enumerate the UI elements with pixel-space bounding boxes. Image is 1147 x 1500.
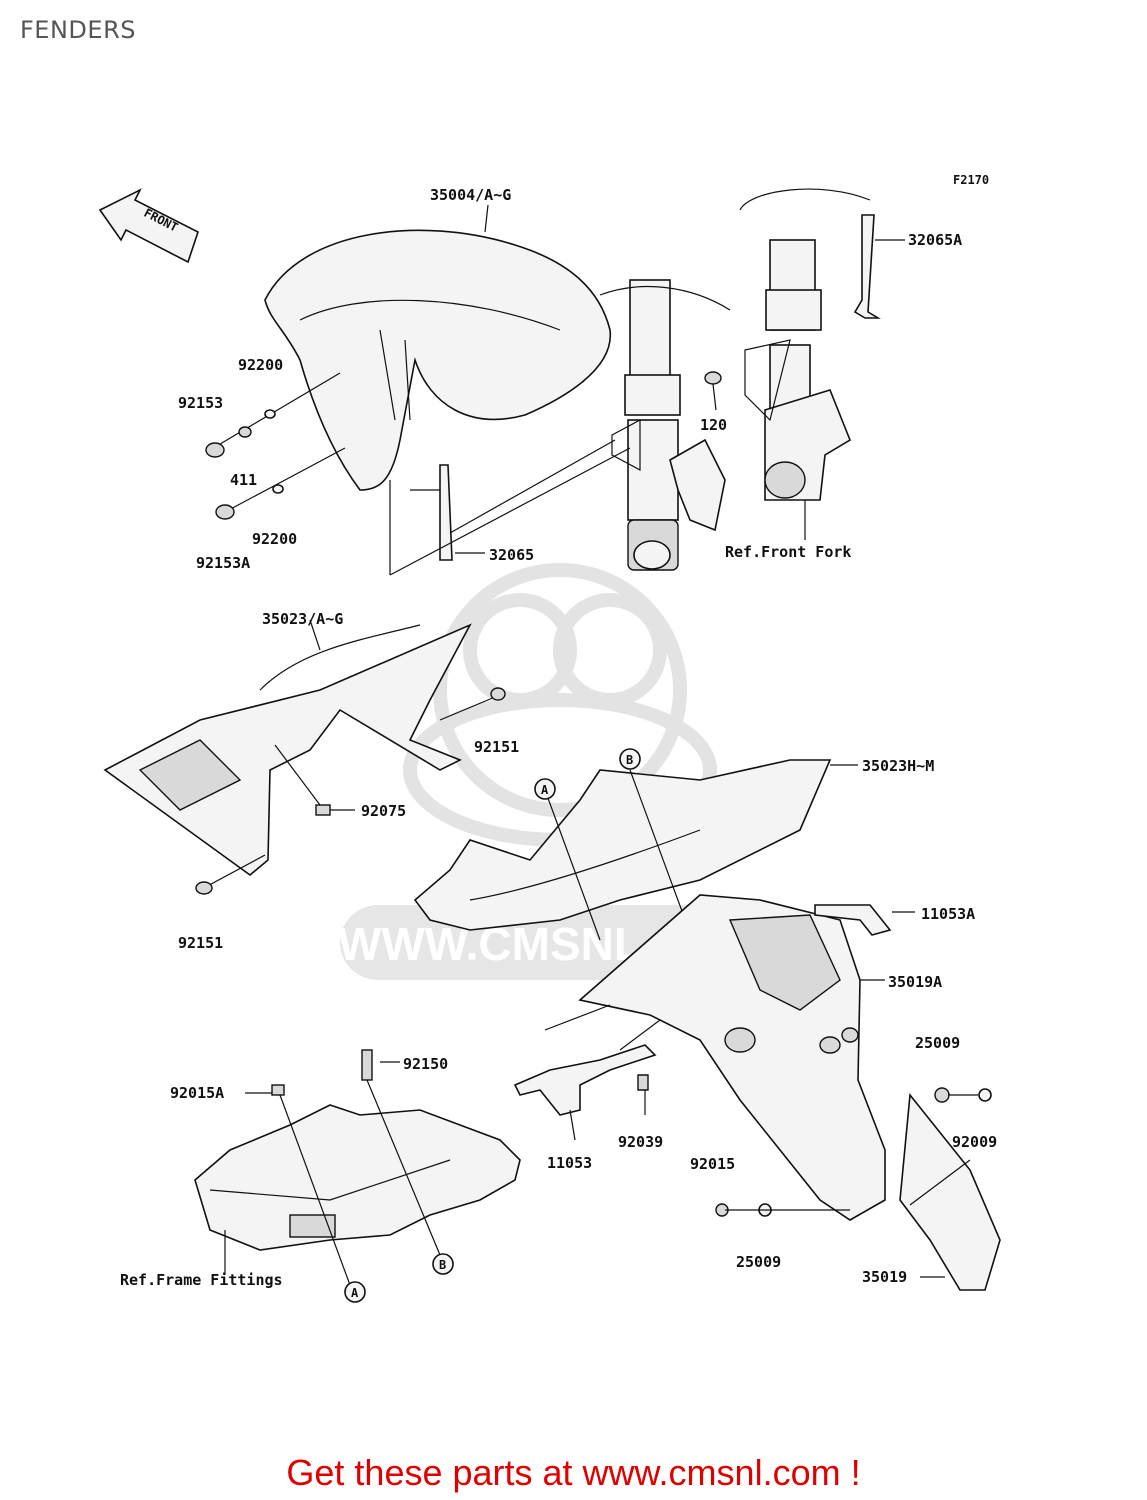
label-25009-top: 25009 xyxy=(915,1034,960,1052)
label-411: 411 xyxy=(230,471,257,489)
label-92015A: 92015A xyxy=(170,1084,224,1102)
label-92009: 92009 xyxy=(952,1133,997,1151)
rear-mudflap xyxy=(715,1087,1001,1291)
label-92015: 92015 xyxy=(690,1155,735,1173)
front-fork-right xyxy=(739,188,905,501)
label-92151-bottom: 92151 xyxy=(178,934,223,952)
page-title: FENDERS xyxy=(20,16,136,44)
marker-b-top: B xyxy=(619,748,641,770)
label-92200-top: 92200 xyxy=(238,356,283,374)
marker-a-top: A xyxy=(534,778,556,800)
label-11053: 11053 xyxy=(547,1154,592,1172)
label-35019A: 35019A xyxy=(888,973,942,991)
footer-link-text[interactable]: Get these parts at www.cmsnl.com ! xyxy=(286,1452,861,1493)
diagram-code: F2170 xyxy=(953,173,989,187)
marker-a-bottom: A xyxy=(344,1281,366,1303)
label-35023: 35023/A~G xyxy=(262,610,343,628)
rear-fender xyxy=(513,894,915,1221)
inner-fender-front xyxy=(103,619,506,895)
front-arrow-icon: FRONT xyxy=(98,188,199,264)
label-35023HM: 35023H~M xyxy=(862,757,934,775)
label-92153: 92153 xyxy=(178,394,223,412)
front-fasteners xyxy=(205,371,806,576)
fenders-diagram: WWW.CMSNL.COM FRONT F2170 xyxy=(98,173,1001,1303)
label-92075: 92075 xyxy=(361,802,406,820)
label-92153A: 92153A xyxy=(196,554,250,572)
label-25009-bottom: 25009 xyxy=(736,1253,781,1271)
svg-text:A: A xyxy=(541,783,549,797)
label-ref-frame-fittings: Ref.Frame Fittings xyxy=(120,1271,283,1289)
label-92200-bottom: 92200 xyxy=(252,530,297,548)
label-35019: 35019 xyxy=(862,1268,907,1286)
label-92150: 92150 xyxy=(403,1055,448,1073)
label-32065: 32065 xyxy=(489,546,534,564)
svg-text:A: A xyxy=(351,1286,359,1300)
svg-text:B: B xyxy=(626,753,633,767)
label-35004: 35004/A~G xyxy=(430,186,511,204)
svg-text:B: B xyxy=(439,1258,446,1272)
label-11053A: 11053A xyxy=(921,905,975,923)
label-92151-top: 92151 xyxy=(474,738,519,756)
label-120: 120 xyxy=(700,416,727,434)
label-92039: 92039 xyxy=(618,1133,663,1151)
label-ref-front-fork: Ref.Front Fork xyxy=(725,543,851,561)
front-fork-left xyxy=(599,279,731,571)
front-fender xyxy=(264,204,611,491)
inner-fender-rear xyxy=(413,759,858,961)
marker-b-bottom: B xyxy=(432,1253,454,1275)
undertray xyxy=(194,1049,521,1286)
label-32065A: 32065A xyxy=(908,231,962,249)
